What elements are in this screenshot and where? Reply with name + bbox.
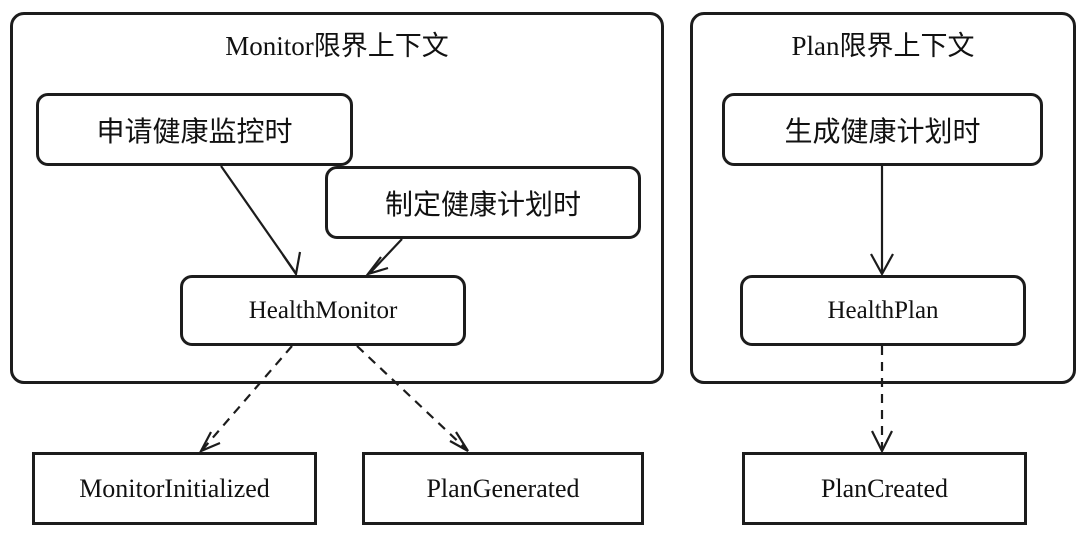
command-box-generate-health-plan[interactable]: 生成健康计划时: [722, 93, 1043, 166]
event-label: PlanCreated: [820, 473, 949, 503]
command-label: 制定健康计划时: [384, 189, 581, 221]
context-boundary-monitor: [10, 12, 664, 384]
event-box-plan-generated[interactable]: PlanGenerated: [362, 452, 644, 525]
command-box-make-health-plan[interactable]: 制定健康计划时: [325, 166, 641, 239]
event-label: MonitorInitialized: [79, 473, 270, 503]
event-box-monitor-initialized[interactable]: MonitorInitialized: [32, 452, 317, 525]
event-box-plan-created[interactable]: PlanCreated: [742, 452, 1027, 525]
aggregate-label: HealthMonitor: [248, 296, 398, 324]
command-box-apply-health-monitor[interactable]: 申请健康监控时: [36, 93, 353, 166]
aggregate-box-health-monitor[interactable]: HealthMonitor: [180, 275, 466, 346]
aggregate-box-health-plan[interactable]: HealthPlan: [740, 275, 1026, 346]
command-label: 生成健康计划时: [784, 116, 981, 148]
aggregate-label: HealthPlan: [827, 296, 939, 324]
context-title-monitor: Monitor限界上下文: [225, 31, 449, 61]
context-title-plan: Plan限界上下文: [791, 31, 975, 61]
command-label: 申请健康监控时: [96, 116, 293, 148]
event-label: PlanGenerated: [426, 473, 580, 503]
